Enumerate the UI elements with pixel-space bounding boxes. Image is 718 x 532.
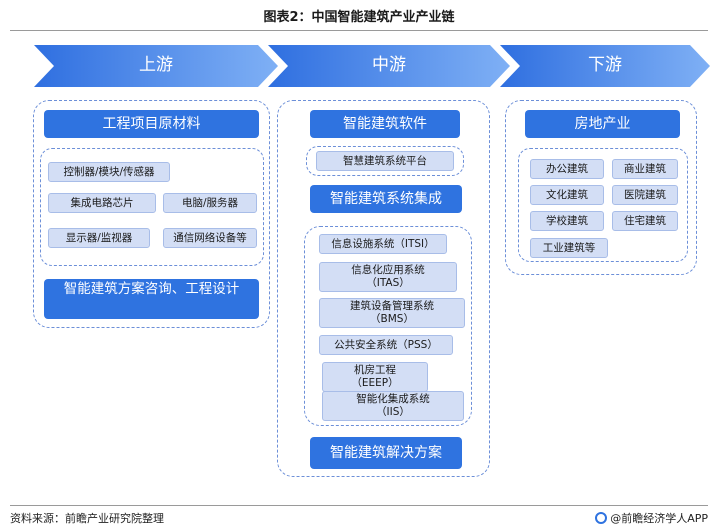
midstream-label: 中游 bbox=[372, 55, 406, 75]
system-item-code: （ITAS） bbox=[366, 277, 410, 289]
title-divider bbox=[10, 30, 708, 31]
source-note: 资料来源：前瞻产业研究院整理 bbox=[10, 512, 164, 525]
system-item-name: 智能化集成系统 bbox=[356, 393, 430, 405]
building-type-item: 医院建筑 bbox=[612, 185, 678, 205]
material-item: 控制器/模块/传感器 bbox=[48, 162, 170, 182]
material-item: 电脑/服务器 bbox=[163, 193, 257, 213]
solution-box: 智能建筑解决方案 bbox=[310, 437, 462, 469]
upstream-consulting-box: 智能建筑方案咨询、工程设计 bbox=[44, 279, 259, 319]
system-item-code: （EEEP） bbox=[351, 377, 399, 389]
stage-arrows bbox=[34, 45, 710, 87]
building-type-item: 办公建筑 bbox=[530, 159, 604, 179]
material-item: 通信网络设备等 bbox=[163, 228, 257, 248]
brand-logo-icon bbox=[595, 512, 608, 524]
system-item-name: 信息化应用系统 bbox=[351, 264, 425, 276]
system-item: 智能化集成系统 （IIS） bbox=[322, 391, 464, 421]
system-item-code: （BMS） bbox=[370, 313, 414, 325]
building-type-item: 工业建筑等 bbox=[530, 238, 608, 258]
downstream-label: 下游 bbox=[588, 55, 622, 75]
building-type-item: 住宅建筑 bbox=[612, 211, 678, 231]
downstream-arrow bbox=[500, 45, 710, 87]
brand-credit-text: @前瞻经济学人APP bbox=[610, 512, 708, 525]
system-item-name: 建筑设备管理系统 bbox=[350, 300, 434, 312]
upstream-arrow bbox=[34, 45, 278, 87]
midstream-arrow bbox=[268, 45, 510, 87]
system-item: 建筑设备管理系统 （BMS） bbox=[319, 298, 465, 328]
building-type-item: 文化建筑 bbox=[530, 185, 604, 205]
material-item: 显示器/监视器 bbox=[48, 228, 150, 248]
brand-credit: @前瞻经济学人APP bbox=[595, 510, 708, 526]
material-item: 集成电路芯片 bbox=[48, 193, 156, 213]
platform-item: 智慧建筑系统平台 bbox=[316, 151, 454, 171]
integration-box: 智能建筑系统集成 bbox=[310, 185, 462, 213]
building-type-item: 学校建筑 bbox=[530, 211, 604, 231]
building-type-item: 商业建筑 bbox=[612, 159, 678, 179]
system-item: 公共安全系统（PSS） bbox=[319, 335, 453, 355]
system-item-name: 机房工程 bbox=[354, 364, 396, 376]
system-item-code: （IIS） bbox=[376, 406, 410, 418]
system-item: 信息化应用系统 （ITAS） bbox=[319, 262, 457, 292]
footer-divider bbox=[10, 505, 708, 506]
downstream-header: 房地产业 bbox=[525, 110, 680, 138]
system-item: 信息设施系统（ITSI） bbox=[319, 234, 447, 254]
midstream-header: 智能建筑软件 bbox=[310, 110, 460, 138]
system-item: 机房工程 （EEEP） bbox=[322, 362, 428, 392]
chart-title: 图表2：中国智能建筑产业产业链 bbox=[263, 10, 455, 25]
upstream-label: 上游 bbox=[139, 55, 173, 75]
upstream-header: 工程项目原材料 bbox=[44, 110, 259, 138]
